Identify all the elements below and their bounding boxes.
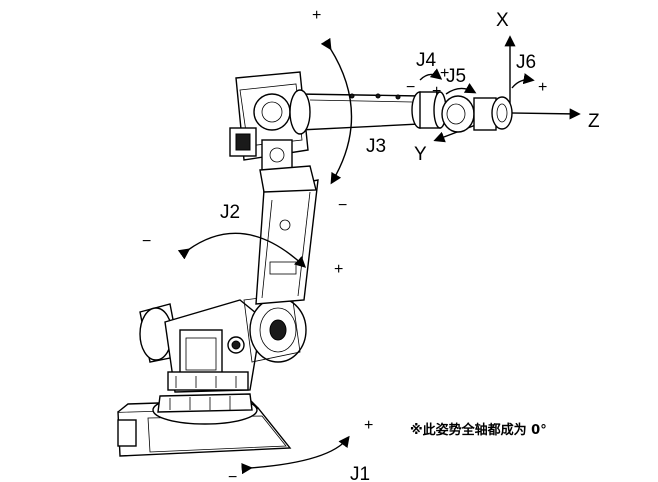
robot-turret — [139, 299, 263, 393]
z-axis-label: Z — [588, 111, 600, 132]
j3-minus-sign: − — [338, 197, 347, 214]
j5-arrow — [445, 82, 477, 95]
j6-label: J6 — [516, 52, 536, 73]
j5-label: J5 — [446, 66, 466, 87]
j2-minus-sign: − — [142, 233, 151, 250]
j3-rotation-arrow: + − J3 — [312, 7, 386, 214]
robot-wrist — [411, 91, 513, 133]
j2-label: J2 — [220, 202, 240, 223]
robot-lower-arm — [255, 179, 319, 305]
j1-plus-sign: + — [364, 417, 373, 434]
wrist-rotation-arrows: J4 J5 J6 − + + + — [406, 50, 547, 100]
j1-label: J1 — [350, 464, 370, 482]
robot-base — [117, 393, 292, 457]
coordinate-axes: X Z Y — [414, 10, 600, 165]
j3-plus-sign: + — [312, 7, 321, 24]
j5-plus-sign: + — [432, 83, 441, 100]
robot-elbow-housing — [229, 71, 317, 193]
j6-arrow — [511, 73, 535, 89]
j1-rotation-arrow: + − J1 — [228, 417, 373, 482]
j2-rotation-arrow: J2 − + — [142, 202, 343, 278]
j2-plus-sign: + — [334, 261, 343, 278]
j3-label: J3 — [366, 136, 386, 157]
j4-label: J4 — [416, 50, 437, 71]
j1-minus-sign: − — [228, 469, 237, 482]
j6-plus-sign: + — [538, 79, 547, 96]
x-axis-label: X — [496, 10, 509, 31]
j4-minus-sign: − — [406, 79, 415, 96]
robot-forearm — [289, 89, 421, 135]
y-axis-label: Y — [414, 144, 427, 165]
j4-arrow — [419, 68, 443, 81]
j4-plus-sign: + — [440, 65, 449, 82]
zero-position-note: ※此姿势全轴都成为 0° — [410, 422, 547, 438]
robot-shoulder — [243, 293, 307, 363]
